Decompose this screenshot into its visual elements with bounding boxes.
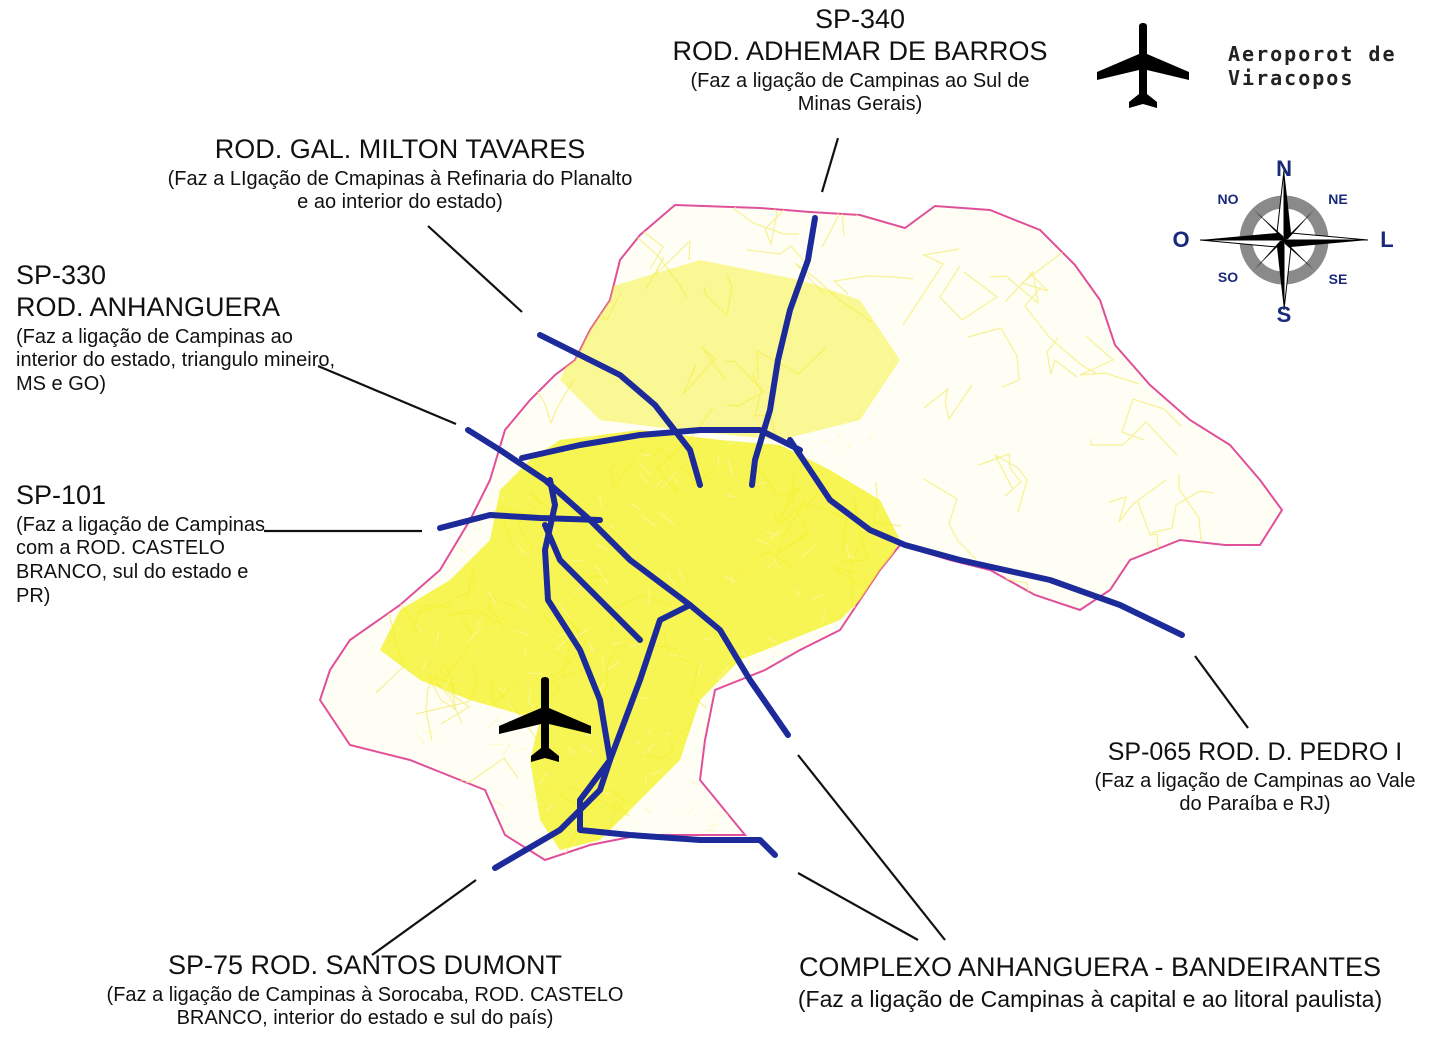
highway-sp330 (465, 427, 791, 738)
label-sp101: SP-101 (Faz a ligação de Campinas com a … (16, 480, 291, 608)
highway-milton-tavares (537, 332, 703, 488)
sp101-desc: (Faz a ligação de Campinas com a ROD. CA… (16, 513, 266, 607)
compass-l: L (1380, 227, 1393, 252)
sp065-name: SP-065 ROD. D. PEDRO I (1107, 738, 1403, 766)
sp340-code: SP-340 (814, 4, 906, 34)
label-sp340: SP-340 ROD. ADHEMAR DE BARROS (Faz a lig… (630, 4, 1090, 117)
compass-n: N (1276, 156, 1292, 181)
highway-sp101 (437, 512, 603, 531)
milton-desc: (Faz a LIgação de Cmapinas à Refinaria d… (167, 167, 633, 214)
highway-viracopos-link (542, 522, 643, 643)
highway-ring (519, 427, 803, 461)
complexo-desc: (Faz a ligação de Campinas à capital e a… (797, 985, 1383, 1012)
sp330-name: ROD. ANHANGUERA (16, 291, 281, 322)
sp340-name: ROD. ADHEMAR DE BARROS (672, 35, 1048, 66)
compass-s: S (1277, 302, 1292, 327)
label-sp330: SP-330 ROD. ANHANGUERA (Faz a ligação de… (16, 260, 356, 397)
leader-lines (264, 137, 1249, 956)
label-complexo: COMPLEXO ANHANGUERA - BANDEIRANTES (Faz … (744, 952, 1436, 1013)
label-milton-tavares: ROD. GAL. MILTON TAVARES (Faz a LIgação … (160, 134, 640, 215)
compass-o: O (1172, 227, 1189, 252)
compass-no: NO (1218, 191, 1239, 207)
highways (437, 215, 1185, 871)
airport-legend-icon (1097, 23, 1189, 108)
sp065-desc: (Faz a ligação de Campinas ao Vale do Pa… (1094, 769, 1416, 816)
highway-sp340 (749, 215, 818, 488)
airport-legend-label: Aeroporot de Viracopos (1228, 42, 1397, 90)
sp330-desc: (Faz a ligação de Campinas ao interior d… (16, 325, 336, 395)
sp330-code: SP-330 (16, 260, 107, 290)
compass-ne: NE (1328, 191, 1347, 207)
compass-rose: N S O L NO NE SO SE (1172, 156, 1393, 327)
highway-sp065 (787, 437, 1185, 638)
sp75-name: SP-75 ROD. SANTOS DUMONT (167, 950, 563, 980)
label-sp065: SP-065 ROD. D. PEDRO I (Faz a ligação de… (1080, 738, 1430, 817)
highway-santos-dumont (577, 602, 778, 858)
complexo-name: COMPLEXO ANHANGUERA - BANDEIRANTES (798, 952, 1382, 982)
sp101-code: SP-101 (16, 480, 107, 510)
compass-so: SO (1218, 269, 1238, 285)
airplane-icon (499, 677, 591, 762)
sp75-desc: (Faz a ligação de Campinas à Sorocaba, R… (106, 983, 624, 1030)
sp340-desc: (Faz a ligação de Campinas ao Sul de Min… (690, 69, 1030, 116)
compass-se: SE (1329, 271, 1348, 287)
milton-name: ROD. GAL. MILTON TAVARES (214, 134, 586, 164)
label-sp75: SP-75 ROD. SANTOS DUMONT (Faz a ligação … (90, 950, 640, 1031)
